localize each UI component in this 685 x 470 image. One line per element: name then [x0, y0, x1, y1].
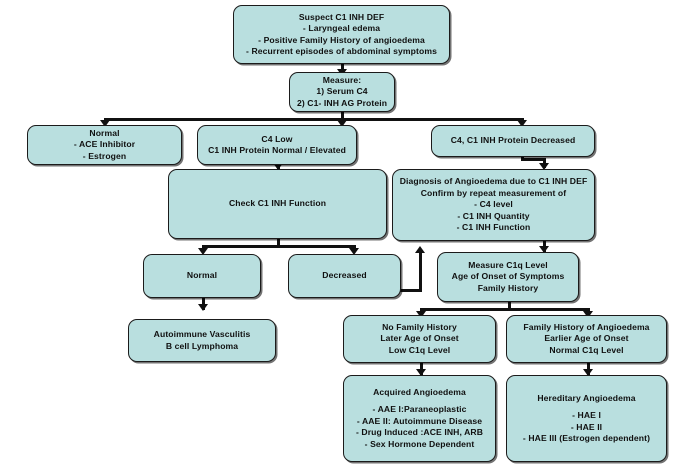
- arrow-to-family-history: [583, 311, 593, 318]
- node-title: Hereditary Angioedema: [537, 392, 636, 403]
- arrow-c4low-to-check: [273, 163, 283, 170]
- node-measure-serum[interactable]: Measure: 1) Serum C4 2) C1- INH AG Prote…: [289, 72, 395, 112]
- node-family-history-of-angioedema[interactable]: Family History of Angioedema Earlier Age…: [506, 315, 667, 363]
- node-line: Suspect C1 INH DEF: [298, 11, 385, 22]
- node-c4-c1-inh-protein-decreased[interactable]: C4, C1 INH Protein Decreased: [431, 125, 595, 157]
- arrow-to-no-family-history: [416, 311, 426, 318]
- connector-decreased-fn-right: [400, 289, 422, 292]
- node-no-family-history[interactable]: No Family History Later Age of Onset Low…: [343, 315, 496, 363]
- node-line: - HAE I: [572, 410, 601, 421]
- node-line: Age of Onset of Symptoms: [451, 271, 565, 282]
- connector-measure-down: [341, 111, 344, 120]
- node-measure-c1q-level[interactable]: Measure C1q Level Age of Onset of Sympto…: [437, 252, 579, 302]
- connector-c1q-down: [508, 302, 511, 310]
- connector-c1q-left-stub: [420, 308, 423, 313]
- node-line: 1) Serum C4: [316, 86, 368, 97]
- connector-c1q-right-stub: [587, 308, 590, 313]
- node-line: - C1 INH Function: [456, 222, 531, 233]
- connector-suspect-to-measure: [341, 63, 344, 73]
- node-line: Family History: [477, 282, 539, 293]
- node-line: Low C1q Level: [388, 344, 451, 355]
- node-title: Acquired Angioedema: [373, 386, 466, 397]
- node-line: Measure:: [322, 74, 362, 85]
- node-line: Normal: [186, 270, 218, 281]
- arrow-to-normal-meds: [100, 120, 110, 127]
- connector-check-down: [277, 238, 280, 247]
- node-line: Family History of Angioedema: [523, 321, 650, 332]
- node-normal-ace-estrogen[interactable]: Normal - ACE Inhibitor - Estrogen: [27, 125, 182, 165]
- node-line: 2) C1- INH AG Protein: [296, 97, 388, 108]
- node-line: - Sex Hormone Dependent: [364, 438, 475, 449]
- node-line: Diagnosis of Angioedema due to C1 INH DE…: [399, 176, 588, 187]
- node-line: Check C1 INH Function: [228, 198, 327, 209]
- node-line: B cell Lymphoma: [165, 340, 239, 351]
- node-line: C1 INH Protein Normal / Elevated: [208, 145, 346, 155]
- arrow-decreased-fn-to-c1q: [415, 246, 425, 253]
- node-line: - C1 INH Quantity: [457, 210, 530, 221]
- connector-c1q-branch-bar: [420, 308, 590, 311]
- node-line: - Positive Family History of angioedema: [258, 34, 425, 45]
- node-line: Autoimmune Vasculitis: [153, 329, 251, 340]
- connector-check-branch-bar: [202, 245, 356, 248]
- node-line: - HAE III (Estrogen dependent): [522, 432, 651, 443]
- node-line: - ACE Inhibitor: [73, 139, 136, 150]
- node-function-normal[interactable]: Normal: [143, 254, 261, 298]
- node-line: - Recurrent episodes of abdominal sympto…: [246, 45, 437, 56]
- connector-check-right-stub: [353, 245, 356, 250]
- node-line: Normal: [89, 127, 120, 138]
- arrow-to-diagnosis: [539, 163, 549, 170]
- node-line: - HAE II: [570, 421, 603, 432]
- arrow-to-c4-c1-decreased: [517, 120, 527, 127]
- node-suspect-c1-inh-def[interactable]: Suspect C1 INH DEF - Laryngeal edema - P…: [233, 5, 450, 64]
- node-line: Measure C1q Level: [468, 259, 548, 270]
- arrow-nofh-to-acquired: [416, 369, 426, 376]
- node-line: Normal C1q Level: [549, 344, 624, 355]
- arrow-normal-to-autoimmune: [198, 304, 208, 311]
- node-line: - AAE II: Autoimmune Disease: [356, 415, 483, 426]
- node-autoimmune-vasculitis[interactable]: Autoimmune Vasculitis B cell Lymphoma: [128, 319, 276, 362]
- arrow-diagnosis-to-c1q: [539, 246, 549, 253]
- node-line: Confirm by repeat measurement of: [420, 187, 567, 198]
- connector-normal-to-autoimmune: [202, 297, 205, 310]
- arrow-fh-to-hereditary: [583, 369, 593, 376]
- node-line: - Drug Induced :ACE INH, ARB: [355, 427, 484, 438]
- node-function-decreased[interactable]: Decreased: [288, 254, 401, 298]
- node-line: - Laryngeal edema: [302, 23, 381, 34]
- node-line: C4 Low: [261, 133, 293, 144]
- node-line: C4, C1 INH Protein Decreased: [450, 135, 576, 146]
- node-c4-low[interactable]: C4 Low C1 INH Protein Normal / Elevated: [197, 125, 357, 165]
- node-acquired-angioedema[interactable]: Acquired Angioedema - AAE I:Paraneoplast…: [343, 375, 496, 462]
- node-line: - AAE I:Paraneoplastic: [372, 404, 467, 415]
- connector-branch-bar-top: [104, 118, 524, 121]
- node-hereditary-angioedema[interactable]: Hereditary Angioedema - HAE I - HAE II -…: [506, 375, 667, 462]
- node-line: No Family History: [382, 321, 457, 332]
- connector-decreased-fn-up: [419, 252, 422, 292]
- node-check-c1-inh-function[interactable]: Check C1 INH Function: [168, 169, 387, 239]
- node-line: Later Age of Onset: [380, 333, 459, 344]
- arrow-to-function-normal: [198, 248, 208, 255]
- node-line: - C4 level: [474, 199, 513, 210]
- node-line: - Estrogen: [82, 150, 127, 161]
- connector-check-left-stub: [202, 245, 205, 250]
- arrow-to-function-decreased: [349, 248, 359, 255]
- node-line: Decreased: [322, 270, 367, 281]
- connector-decreased-right: [521, 158, 546, 161]
- arrow-to-c4-low: [337, 120, 347, 127]
- node-diagnosis-of-angioedema[interactable]: Diagnosis of Angioedema due to C1 INH DE…: [392, 169, 595, 241]
- node-line: Earlier Age of Onset: [544, 333, 629, 344]
